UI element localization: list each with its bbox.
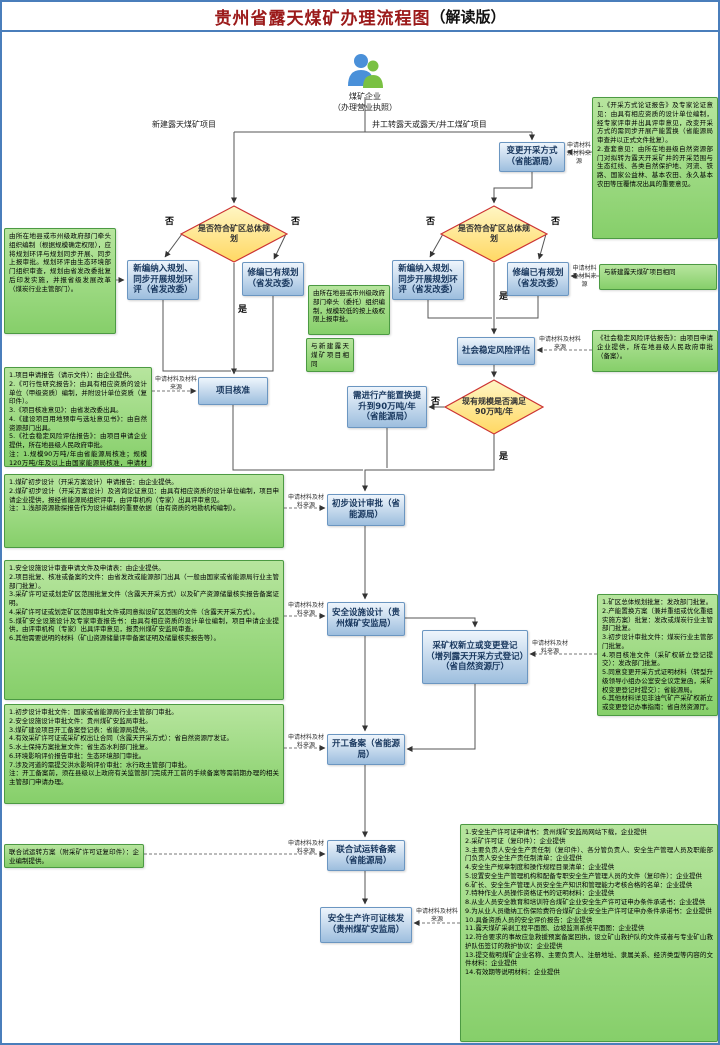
material-source-label: 申请材料及材料来源 bbox=[287, 734, 324, 749]
annotation-plan-compile-left: 由所在地县或市州级政府部门牵头组织编制（根据规模确定权限），应将规划环评与规划同… bbox=[4, 228, 116, 334]
diamond-shape bbox=[439, 205, 549, 263]
material-source-label: 申请材料及材料来源 bbox=[155, 376, 198, 391]
decision-label: 是否符合矿区总体规划 bbox=[198, 224, 270, 243]
material-source-label: 申请材料及材料来源 bbox=[287, 840, 324, 855]
coal-company-actor bbox=[345, 52, 385, 90]
annotation-mining-method-argument: 1.《开采方式论证报告》及专家论证意见：由具有相应资质的设计单位编制，经专家评审… bbox=[592, 97, 718, 239]
edge-label-no: 否 bbox=[551, 217, 561, 227]
annotation-construction-filing-materials: 1.初步设计审批文件：国家或省能源局行业主管部门审批。 2.安全设施设计审批文件… bbox=[4, 704, 284, 804]
annotation-project-approval-materials: 1.项目申请报告（请示文件）：由企业提供。 2.《可行性研究报告》：由具有相应资… bbox=[4, 367, 152, 467]
node-capacity-replacement: 需进行产能置换提升到90万吨/年（省能源局） bbox=[347, 386, 427, 428]
node-social-risk-assessment: 社会稳定风险评估 bbox=[457, 337, 535, 365]
annotation-same-as-new-left: 与新建露天煤矿项目相同 bbox=[306, 338, 354, 372]
people-icon bbox=[348, 54, 383, 88]
diamond-shape bbox=[443, 379, 545, 435]
edge-label-no: 否 bbox=[426, 217, 436, 227]
annotation-same-as-new-right: 与新建露天煤矿项目相同 bbox=[599, 264, 717, 290]
annotation-preliminary-design-materials: 1.煤矿初步设计（开采方案设计）申请报告：由企业提供。 2.煤矿初步设计（开采方… bbox=[4, 474, 284, 548]
diamond-shape bbox=[179, 205, 289, 263]
node-revise-plan-right: 修编已有规划（省发改委） bbox=[507, 262, 569, 296]
node-change-mining-method: 变更开采方式（省能源局） bbox=[499, 142, 565, 172]
page-header: 贵州省露天煤矿办理流程图 （解读版） bbox=[2, 2, 718, 32]
material-source-label: 申请材料及材料来源 bbox=[532, 640, 569, 655]
decision-plan-compliance-left: 是否符合矿区总体规划 bbox=[179, 205, 289, 263]
node-new-plan-left: 新编纳入规划、同步开展规划环评（省发改委） bbox=[127, 260, 199, 300]
node-safety-license-issuance: 安全生产许可证核发（贵州煤矿安监局） bbox=[320, 907, 412, 943]
annotation-social-risk-report: 《社会稳定风险评估报告》：由项目申请企业提供，所在地县级人民政府审批（备案）。 bbox=[592, 330, 718, 372]
material-source-label: 申请材料及材料来源 bbox=[539, 336, 582, 351]
branch-label-new-project: 新建露天煤矿项目 bbox=[150, 119, 218, 130]
page-title: 贵州省露天煤矿办理流程图 bbox=[214, 8, 431, 29]
annotation-safety-license-materials: 1.安全生产许可证申请书：贵州煤矿安监局网站下载，企业提供 2.采矿许可证（复印… bbox=[460, 824, 718, 1042]
material-source-label: 申请材料及材料来源 bbox=[566, 142, 591, 165]
edge-label-no: 否 bbox=[431, 397, 441, 407]
edge-label-yes: 是 bbox=[238, 305, 248, 315]
decision-capacity-90: 现有规模是否满足90万吨/年 bbox=[443, 379, 545, 435]
decision-label: 现有规模是否满足90万吨/年 bbox=[462, 397, 526, 416]
edge-label-no: 否 bbox=[291, 217, 301, 227]
decision-plan-compliance-right: 是否符合矿区总体规划 bbox=[439, 205, 549, 263]
edge-label-yes: 是 bbox=[499, 452, 509, 462]
node-construction-filing: 开工备案（省能源局） bbox=[327, 734, 405, 765]
material-source-label: 申请材料及材料来源 bbox=[287, 602, 324, 617]
annotation-safety-design-materials: 1.安全设施设计审查申请文件及申请表：由企业提供。 2.项目批复、核准或备案的文… bbox=[4, 560, 284, 700]
decision-label: 是否符合矿区总体规划 bbox=[458, 224, 530, 243]
annotation-mining-right-materials: 1.矿区总体规划批复：发改部门批复。 2.产能置换方案（兼并重组或优化重组实施方… bbox=[597, 594, 718, 716]
actor-name: 煤矿企业 bbox=[349, 92, 381, 101]
node-revise-plan-left: 修编已有规划（省发改委） bbox=[242, 262, 304, 296]
material-source-label: 申请材料及材料来源 bbox=[572, 265, 597, 288]
node-new-plan-right: 新编纳入规划、同步开展规划环评（省发改委） bbox=[392, 260, 464, 300]
node-project-approval: 项目核准 bbox=[198, 377, 268, 405]
annotation-trial-operation-materials: 联合试运转方案（附采矿许可证复印件）：企业编制提供。 bbox=[4, 844, 144, 868]
edge-label-no: 否 bbox=[165, 217, 175, 227]
material-source-label: 申请材料及材料来源 bbox=[287, 494, 324, 509]
material-source-label: 申请材料及材料来源 bbox=[415, 908, 458, 923]
actor-sub-label: （办理营业执照） bbox=[333, 103, 397, 112]
branch-label-convert-project: 井工转露天或露天/井工煤矿项目 bbox=[370, 119, 489, 130]
node-safety-facility-design: 安全设施设计（贵州煤矿安监局） bbox=[327, 602, 405, 636]
node-preliminary-design: 初步设计审批（省能源局） bbox=[327, 494, 405, 526]
node-trial-operation-filing: 联合试运转备案（省能源局） bbox=[327, 840, 405, 871]
annotation-plan-compile-mid: 由所在地县或市州级政府部门牵头（委托）组织编制，规模较低的按上级权限上报审批。 bbox=[308, 285, 390, 335]
edge-label-yes: 是 bbox=[499, 292, 509, 302]
node-mining-right-registration: 采矿权新立或变更登记（增列露天开采方式登记）（省自然资源厅） bbox=[422, 630, 528, 684]
page-title-suffix: （解读版） bbox=[430, 7, 506, 26]
